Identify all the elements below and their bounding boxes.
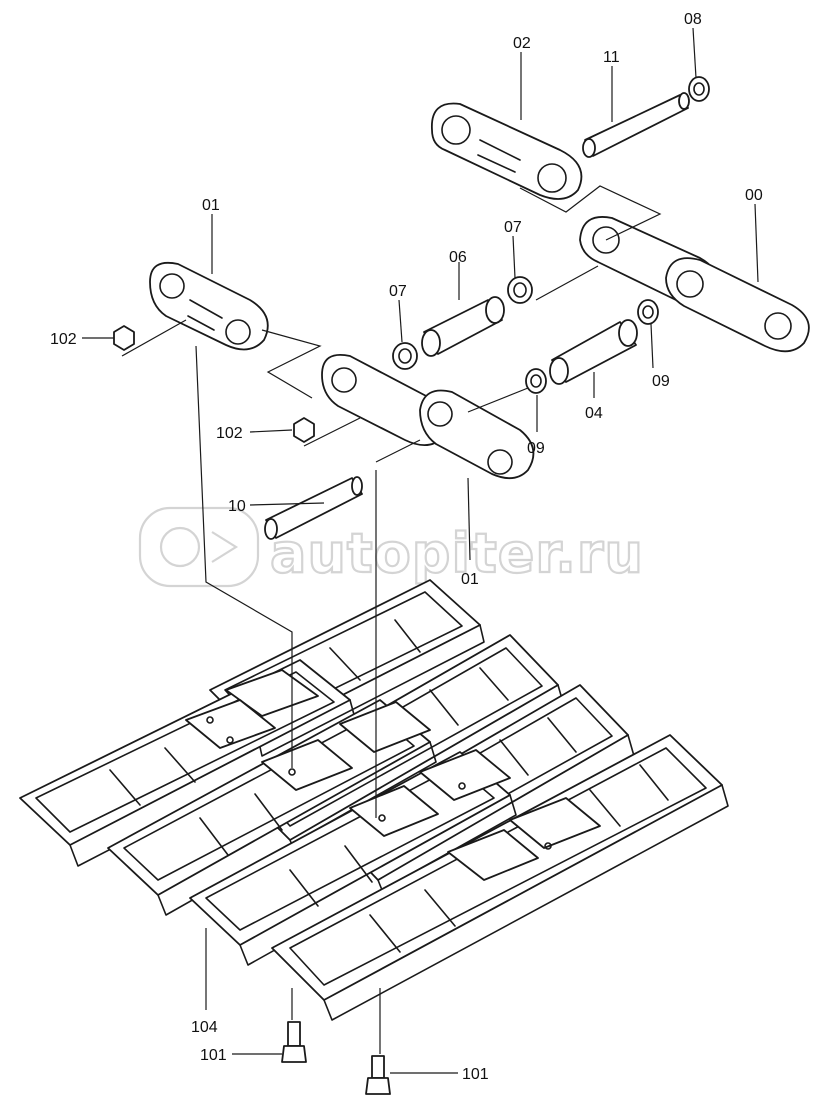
label-101-left: 101 — [200, 1047, 227, 1064]
shoe-link-plates — [185, 669, 601, 881]
label-11: 11 — [603, 49, 620, 66]
label-07-top: 07 — [504, 219, 522, 236]
label-01-bottom: 01 — [461, 571, 479, 588]
pin-11 — [582, 92, 690, 158]
watermark-text: autopiter.ru — [270, 522, 644, 585]
nut-102 — [113, 325, 315, 443]
pin-10 — [264, 476, 363, 540]
guide-lines — [121, 185, 662, 1054]
link-02 — [431, 102, 583, 200]
label-09-right: 09 — [652, 373, 670, 390]
label-10: 10 — [228, 498, 246, 515]
track-shoes — [19, 579, 729, 1021]
link-01-left — [149, 261, 269, 351]
label-04: 04 — [585, 405, 603, 422]
watermark: autopiter.ru — [138, 506, 644, 588]
label-102-top: 102 — [50, 331, 77, 348]
callout-labels: 02 11 08 00 01 06 07 07 04 09 09 10 01 1… — [50, 11, 763, 1083]
link-00 — [579, 216, 810, 353]
label-09-bottom: 09 — [527, 440, 545, 457]
label-102-middle: 102 — [216, 425, 243, 442]
label-08: 08 — [684, 11, 702, 28]
bushing-04 — [549, 319, 638, 385]
bolt-101 — [281, 1021, 391, 1095]
ring-08 — [688, 76, 710, 102]
seal-07 — [392, 276, 533, 370]
label-01-top: 01 — [202, 197, 220, 214]
seal-09 — [525, 299, 659, 394]
bushing-06 — [421, 296, 505, 357]
label-00: 00 — [745, 187, 763, 204]
label-06: 06 — [449, 249, 467, 266]
link-01-center — [321, 354, 535, 480]
leader-lines — [82, 27, 759, 1074]
label-104: 104 — [191, 1019, 218, 1036]
label-07-left: 07 — [389, 283, 407, 300]
label-101-right: 101 — [462, 1066, 489, 1083]
label-02: 02 — [513, 35, 531, 52]
